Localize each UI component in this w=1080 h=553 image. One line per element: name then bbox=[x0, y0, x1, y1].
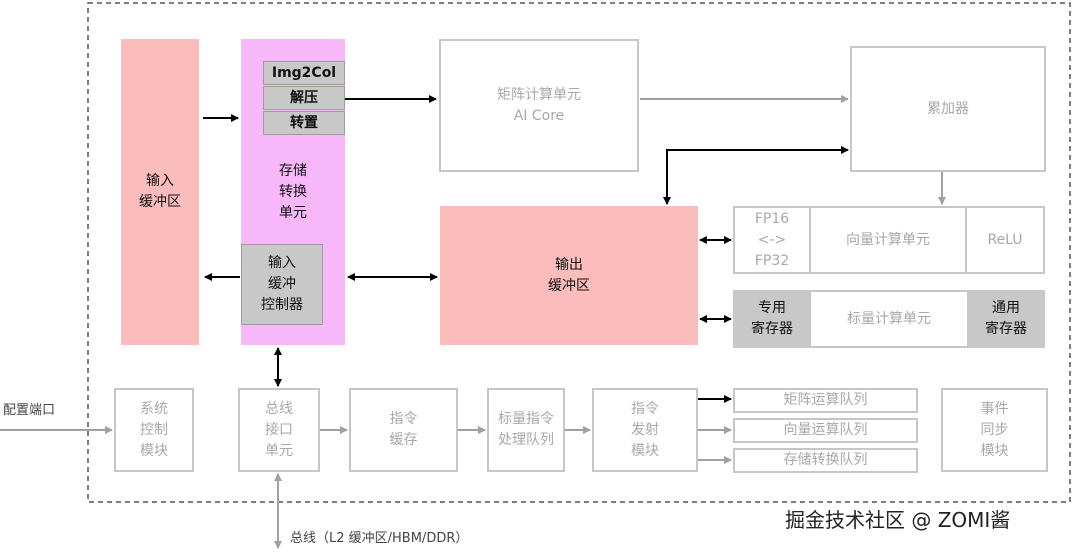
storage-convert-label: 存储 转换 单元 bbox=[279, 163, 307, 221]
arrow-accum-output bbox=[663, 146, 849, 205]
general-register: 通用 寄存器 bbox=[967, 290, 1045, 348]
bus-label: 总线（L2 缓冲区/HBM/DDR） bbox=[290, 531, 469, 546]
scalar-compute-unit: 标量计算单元 bbox=[809, 290, 969, 348]
instruction-dispatch-module: 指令 发射 模块 bbox=[592, 388, 698, 472]
bus-interface-unit: 总线 接口 单元 bbox=[238, 388, 320, 472]
transpose-block: 转置 bbox=[263, 111, 345, 135]
decompress-block: 解压 bbox=[263, 86, 345, 110]
system-control-module: 系统 控制 模块 bbox=[114, 388, 194, 472]
special-register: 专用 寄存器 bbox=[733, 290, 811, 348]
event-sync-module: 事件 同步 模块 bbox=[941, 388, 1048, 472]
img2col-block: Img2Col bbox=[263, 61, 345, 85]
accumulator: 累加器 bbox=[850, 46, 1046, 172]
relu-block: ReLU bbox=[965, 206, 1045, 274]
input-buffer-controller: 输入 缓冲 控制器 bbox=[241, 244, 323, 325]
storage-convert-queue: 存储转换队列 bbox=[733, 448, 918, 473]
config-port-label: 配置端口 bbox=[3, 403, 56, 418]
scalar-instruction-queue: 标量指令 处理队列 bbox=[487, 388, 565, 472]
input-buffer: 输入 缓冲区 bbox=[121, 39, 199, 345]
core-boundary bbox=[87, 2, 1071, 503]
instruction-cache: 指令 缓存 bbox=[349, 388, 458, 472]
output-buffer: 输出 缓冲区 bbox=[440, 206, 698, 345]
matrix-op-queue: 矩阵运算队列 bbox=[733, 388, 918, 413]
watermark: 掘金技术社区 @ ZOMI酱 bbox=[785, 508, 1011, 532]
matrix-compute-unit: 矩阵计算单元 AI Core bbox=[439, 39, 639, 172]
vector-op-queue: 向量运算队列 bbox=[733, 418, 918, 443]
vector-compute-unit: 向量计算单元 bbox=[809, 206, 967, 274]
fp-convert: FP16 <-> FP32 bbox=[733, 206, 811, 274]
